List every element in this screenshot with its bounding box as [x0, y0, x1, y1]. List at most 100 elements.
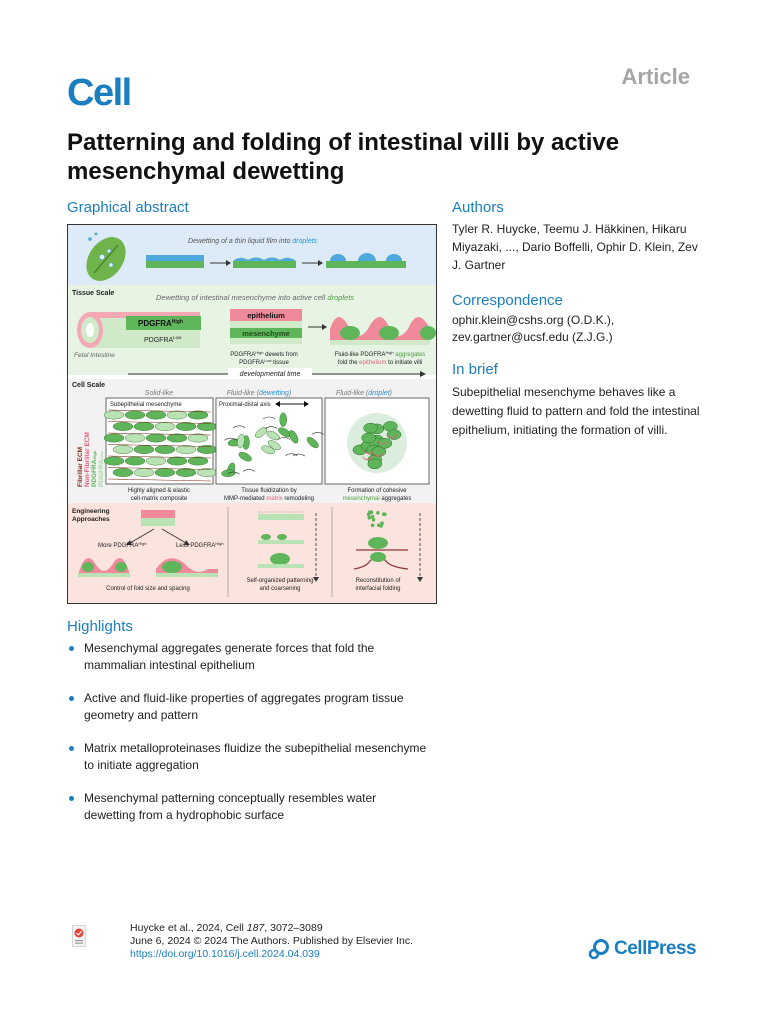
bullet-icon	[69, 696, 74, 701]
engineered-bilayer	[141, 510, 175, 526]
reconstitution-folding	[353, 510, 423, 582]
svg-text:PDGFRAHigh: PDGFRAHigh	[91, 450, 98, 487]
solid-like-label: Solid-like	[145, 390, 174, 397]
top-caption-droplets: droplets	[292, 238, 317, 245]
fluid-caption-epithelium: epithelium	[359, 360, 386, 366]
fluid-like-close-b: )	[389, 390, 392, 397]
in-brief-heading: In brief	[452, 361, 498, 378]
citation-volume: 187	[246, 922, 265, 934]
svg-text:Less PDGFRAHigh: Less PDGFRAHigh	[176, 541, 224, 549]
panel2-caption-remodeling: remodeling	[283, 496, 314, 502]
cell-scale-label: Cell Scale	[72, 382, 105, 389]
panel1-caption-line2: cell-matrix composite	[131, 496, 188, 502]
split-arrows-icon	[126, 528, 190, 545]
dewet-caption-line1b: dewets from	[263, 352, 297, 358]
article-type-label: Article	[621, 64, 690, 89]
panel2-caption-line1: Tissue fluidization by	[241, 488, 296, 494]
self-organized-caption-line1: Self-organized patterning	[246, 578, 313, 584]
highlight-text: Active and fluid-like properties of aggr…	[84, 691, 404, 722]
self-organized-patterning	[258, 511, 319, 582]
doi-link[interactable]: https://doi.org/10.1016/j.cell.2024.04.0…	[130, 948, 320, 960]
svg-text:PDGFRAHigh: PDGFRAHigh	[138, 319, 183, 328]
bullet-icon	[69, 646, 74, 651]
cellpress-mark-icon	[588, 939, 609, 960]
svg-text:Fluid-like (dewetting): Fluid-like (dewetting)	[227, 390, 292, 397]
fluid-caption-line1: Fluid-like PDGFRA	[335, 352, 386, 358]
reconstitution-caption-line1: Reconstitution of	[356, 578, 401, 584]
top-caption-text: Dewetting of a thin liquid film into	[188, 238, 292, 245]
citation-block: Huycke et al., 2024, Cell 187, 3072–3089…	[130, 922, 413, 961]
proximal-distal-axis-label: Proximal-distal axis	[219, 402, 271, 408]
crossmark-icon[interactable]	[72, 925, 86, 947]
highlight-text: Matrix metalloproteinases fluidize the s…	[84, 741, 427, 772]
svg-text:PDGFRAHigh dewets from: PDGFRAHigh dewets from	[230, 350, 298, 358]
svg-text:Fluid-like PDGFRAHigh aggregat: Fluid-like PDGFRAHigh aggregates	[335, 350, 426, 358]
cellpress-logo: CellPress	[588, 938, 697, 960]
svg-text:MMP-mediated matrix remodeling: MMP-mediated matrix remodeling	[224, 496, 314, 502]
pdgfra-high-sup: High	[172, 319, 183, 325]
more-pdgfra-label: More PDGFRA	[98, 543, 138, 549]
highlight-text: Mesenchymal patterning conceptually rese…	[84, 791, 377, 822]
dewet-caption-line1: PDGFRA	[230, 352, 255, 358]
pdgfra-high-label: PDGFRA	[138, 319, 172, 328]
svg-text:fold the epithelium to initiat: fold the epithelium to initiate villi	[338, 360, 422, 366]
pdgfra-high-band	[126, 316, 201, 330]
solid-like-panel	[103, 397, 218, 485]
panel3-caption-line1: Formation of cohesive	[347, 488, 407, 494]
fluid-caption-sup: High	[385, 350, 393, 355]
dewet-caption-line2: PDGFRA	[239, 360, 264, 366]
bullet-icon	[69, 746, 74, 751]
correspondence-block: ophir.klein@cshs.org (O.D.K.), zev.gartn…	[452, 312, 702, 346]
legend-nonfibrillar-ecm: Non-Fibrillar ECM	[84, 432, 91, 487]
legend-fibrillar-ecm: Fibrillar ECM	[77, 447, 84, 487]
graphical-abstract-figure: Dewetting of a thin liquid film into dro…	[67, 224, 437, 604]
bullet-icon	[69, 796, 74, 801]
mesenchyme-label: mesenchyme	[242, 329, 290, 338]
epithelium-label: epithelium	[247, 311, 285, 320]
correspondence-email-1[interactable]: ophir.klein@cshs.org (O.D.K.),	[452, 313, 615, 327]
svg-text:More PDGFRAHigh: More PDGFRAHigh	[98, 541, 147, 549]
subepithelial-mesenchyme-label: Subepithelial mesenchyme	[110, 402, 182, 408]
developmental-time-label: developmental time	[240, 371, 301, 378]
fluid-like-droplet: droplet	[368, 390, 390, 397]
dense-folds	[78, 557, 130, 577]
authors-heading: Authors	[452, 199, 504, 216]
legend-pdgfra-low-sup: Low	[99, 451, 104, 460]
control-caption: Control of fold size and spacing	[106, 586, 190, 592]
thin-film-stage-2	[233, 257, 296, 268]
panel2-caption-line2: MMP-mediated	[224, 496, 266, 502]
fluid-like-label-a: Fluid-like (	[227, 390, 260, 397]
dewet-caption-line2b: tissue	[272, 360, 290, 366]
thin-film-stage-1	[146, 255, 204, 268]
dewetting-panel	[215, 397, 324, 485]
legend-pdgfra-low: PDGFRA	[98, 459, 105, 487]
dewet-caption-sup1: High	[255, 350, 263, 355]
date-line: June 6, 2024 © 2024 The Authors. Publish…	[130, 935, 414, 947]
double-arrow-icon	[275, 401, 309, 407]
leaf-icon	[86, 232, 126, 281]
legend-pdgfra-high-sup: High	[92, 450, 97, 459]
fluid-like-label-b: Fluid-like (	[336, 390, 369, 397]
svg-text:PDGFRALow: PDGFRALow	[144, 335, 182, 344]
engineering-label-line1: Engineering	[72, 508, 110, 515]
panel3-caption-aggregates: aggregates	[380, 496, 412, 502]
correspondence-heading: Correspondence	[452, 292, 563, 309]
fluid-caption-line2b: to initiate villi	[387, 360, 423, 366]
dewet-caption-sup2: Low	[264, 358, 271, 363]
highlights-heading: Highlights	[67, 618, 133, 635]
svg-text:Fluid-like (droplet): Fluid-like (droplet)	[336, 390, 392, 397]
svg-text:PDGFRALow: PDGFRALow	[98, 451, 105, 487]
less-pdgfra-sup: High	[215, 541, 223, 546]
legend-pdgfra-high: PDGFRA	[91, 459, 98, 487]
article-title: Patterning and folding of intestinal vil…	[67, 129, 620, 185]
citation-pages: , 3072–3089	[264, 922, 323, 934]
more-pdgfra-sup: High	[138, 541, 146, 546]
dewetting-layers	[230, 309, 302, 344]
panel2-caption-matrix: matrix	[266, 496, 282, 502]
citation-line: Huycke et al., 2024, Cell 187, 3072–3089	[130, 922, 413, 935]
right-arrow-icon	[308, 324, 327, 330]
correspondence-email-2[interactable]: zev.gartner@ucsf.edu (Z.J.G.)	[452, 330, 613, 344]
highlight-item: Active and fluid-like properties of aggr…	[67, 690, 427, 724]
fluid-like-dewetting: dewetting	[259, 390, 289, 397]
panel3-caption-mesenchymal: mesenchymal	[343, 496, 380, 502]
